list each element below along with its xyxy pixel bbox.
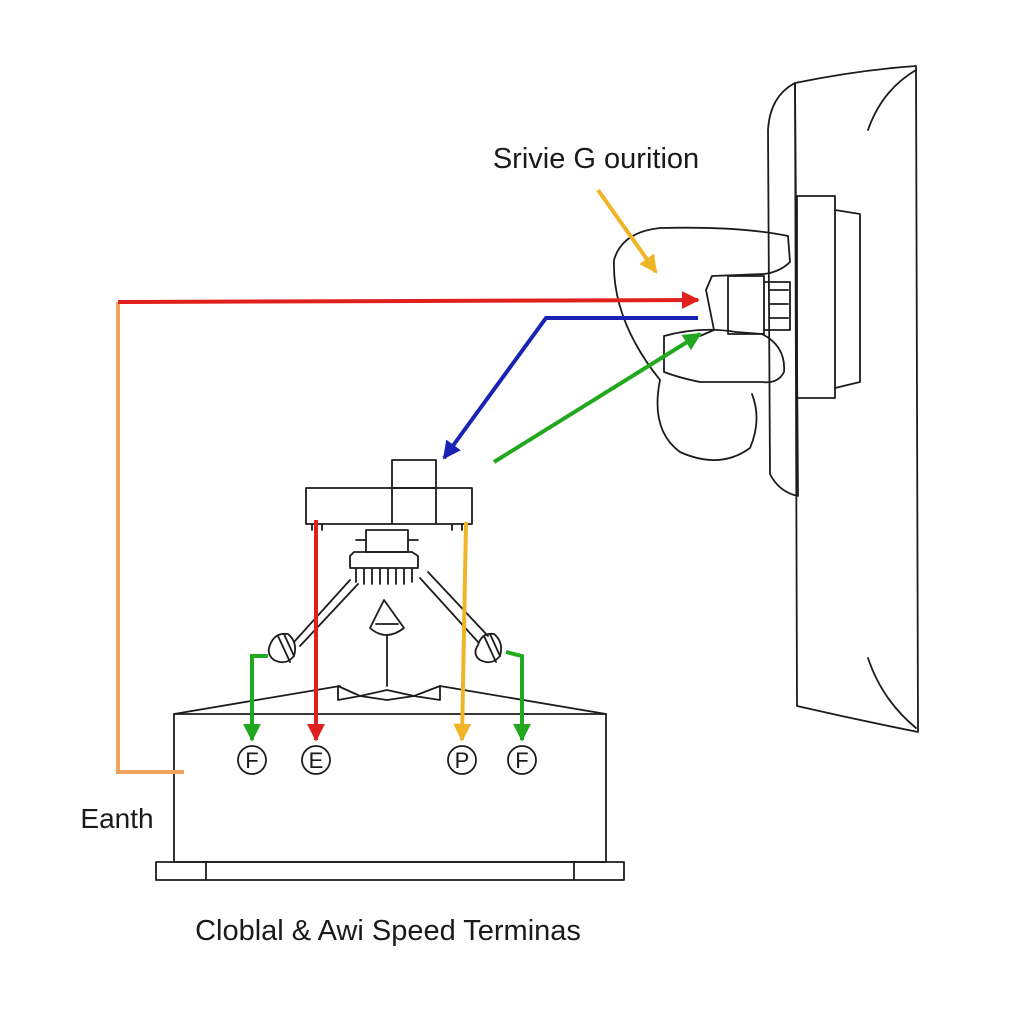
terminal-p: P	[447, 745, 477, 775]
earth-wire	[116, 302, 184, 774]
terminal-label: P	[455, 748, 470, 773]
top-label: Srivie G ourition	[493, 143, 699, 175]
connector-plug	[613, 226, 791, 461]
bottom-caption: Cloblal & Awi Speed Terminas	[195, 915, 581, 947]
terminal-e: E	[301, 745, 331, 775]
yellow-wire-terminal	[453, 521, 472, 742]
base-box	[155, 685, 625, 881]
terminal-label: F	[515, 748, 528, 773]
terminal-f-right: F	[507, 745, 537, 775]
terminal-f-left: F	[237, 745, 267, 775]
green-wire-left	[243, 654, 268, 742]
head-unit	[267, 459, 503, 701]
green-wire-right	[505, 650, 531, 742]
blue-wire	[442, 316, 698, 460]
terminal-row: F E P F	[237, 745, 537, 775]
yellow-wire-label	[596, 188, 658, 274]
terminal-label: E	[309, 748, 324, 773]
wall-housing	[767, 65, 919, 733]
earth-label: Eanth	[80, 803, 153, 834]
green-wire-top	[492, 332, 702, 464]
terminal-label: F	[245, 748, 258, 773]
red-wire-top	[117, 291, 700, 310]
wires	[116, 188, 702, 774]
